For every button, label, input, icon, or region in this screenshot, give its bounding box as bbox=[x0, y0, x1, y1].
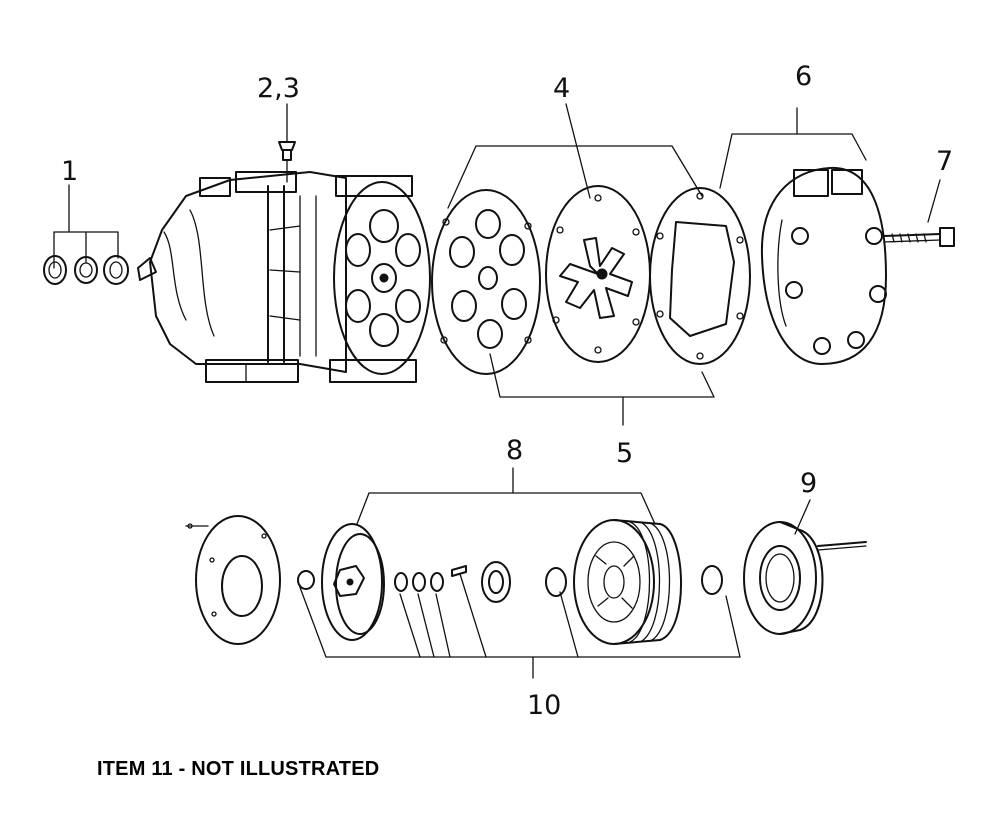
head-gasket bbox=[649, 187, 751, 365]
callout-8: 8 bbox=[506, 435, 523, 466]
head-bolt bbox=[883, 227, 955, 247]
valve-plate bbox=[545, 185, 651, 363]
cylinder-block bbox=[329, 175, 431, 383]
shaft-seal-parts bbox=[43, 255, 129, 285]
compressor-body bbox=[137, 171, 347, 383]
footnote: ITEM 11 - NOT ILLUSTRATED bbox=[97, 758, 380, 780]
callout-9: 9 bbox=[800, 468, 817, 499]
valve-plate-gasket bbox=[431, 189, 541, 375]
service-fitting bbox=[278, 141, 296, 183]
armature-plate bbox=[297, 523, 385, 641]
pulley bbox=[573, 519, 682, 645]
callout-4: 4 bbox=[553, 73, 570, 104]
bearing bbox=[481, 561, 511, 603]
callout-5: 5 bbox=[616, 438, 633, 469]
snap-ring-2 bbox=[701, 565, 723, 595]
callout-7: 7 bbox=[936, 146, 953, 177]
callout-1: 1 bbox=[61, 156, 78, 187]
shims bbox=[394, 565, 467, 592]
cylinder-head bbox=[760, 166, 887, 365]
callout-2-3: 2,3 bbox=[257, 73, 300, 104]
callout-6: 6 bbox=[795, 61, 812, 92]
callout-10: 10 bbox=[527, 690, 561, 721]
snap-ring bbox=[545, 567, 567, 597]
front-plate bbox=[185, 515, 281, 645]
clutch-coil bbox=[743, 521, 867, 635]
